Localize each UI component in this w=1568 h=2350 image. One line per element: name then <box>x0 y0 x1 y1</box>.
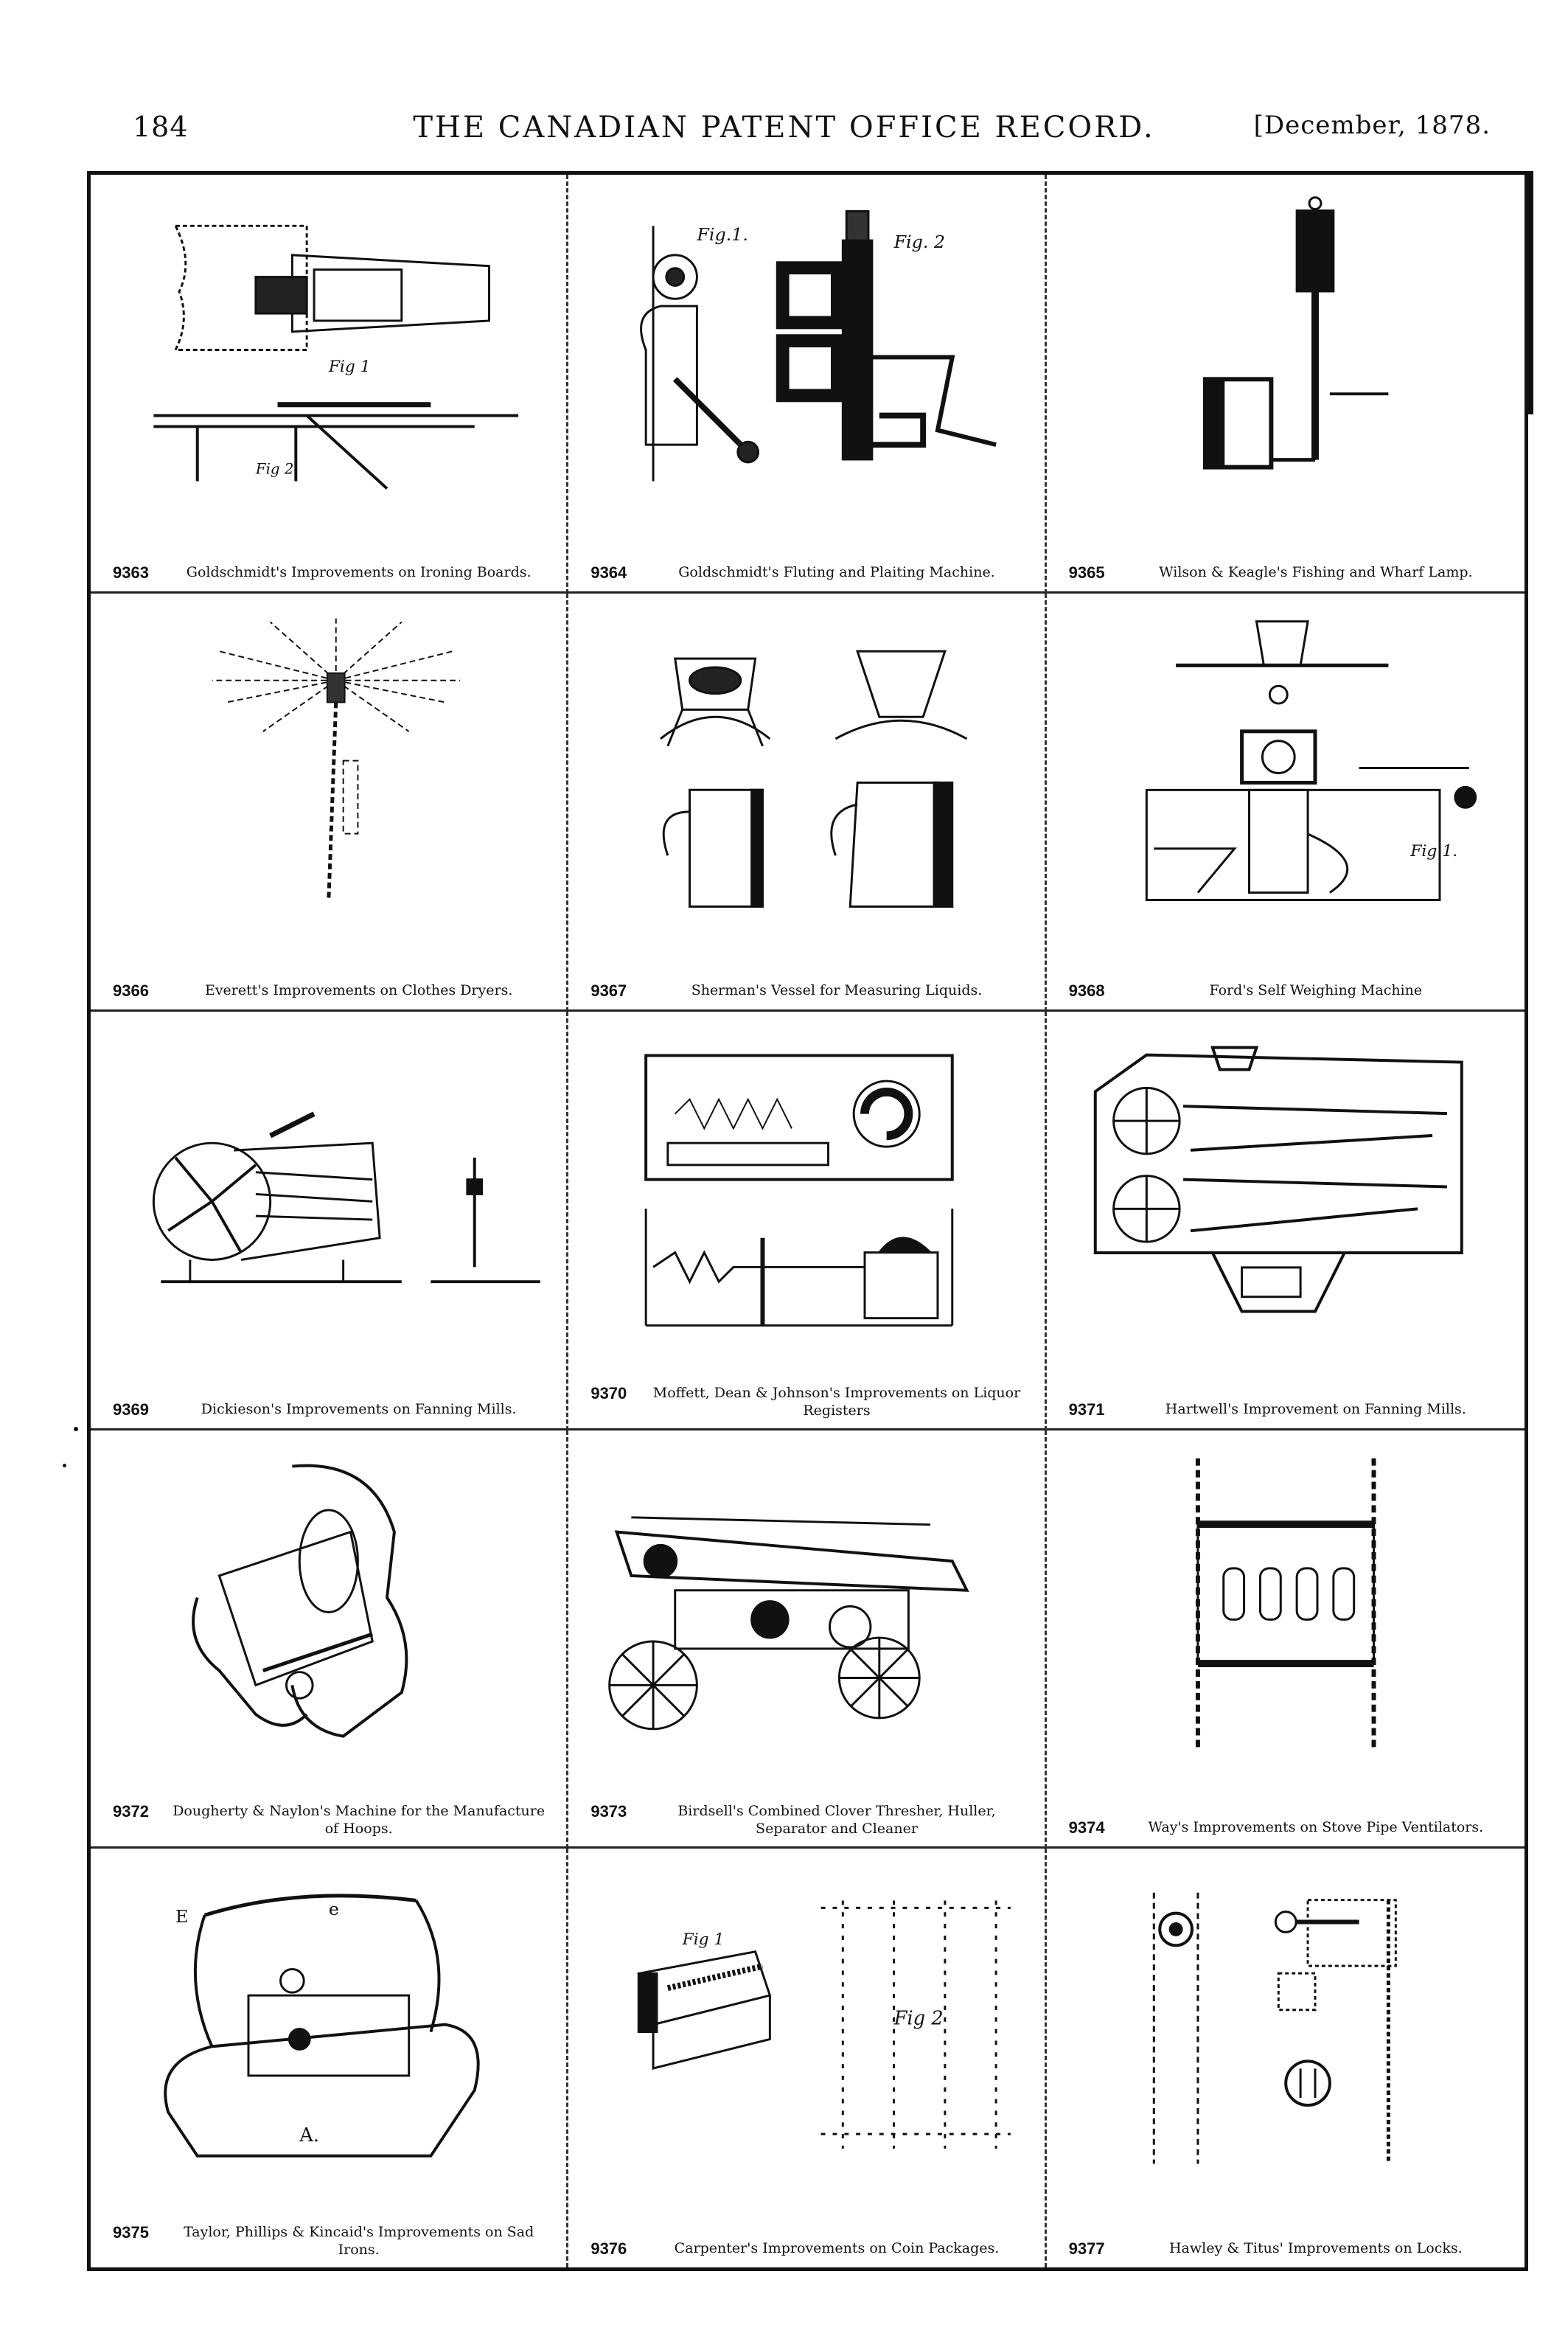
patent-cell: 9366 Everett's Improvements on Clothes D… <box>91 593 569 1012</box>
svg-text:Fig 1: Fig 1 <box>682 1930 725 1949</box>
patent-number: 9373 <box>590 1802 627 1821</box>
coin-package-drawing: Fig 2 Fig 1 <box>637 1900 1011 2149</box>
patent-number: 9369 <box>113 1400 149 1419</box>
patent-cell: 9371 Hartwell's Improvement on Fanning M… <box>1046 1012 1525 1430</box>
patent-number: 9366 <box>113 981 149 1001</box>
patent-number: 9374 <box>1068 1818 1105 1838</box>
svg-text:A.: A. <box>299 2124 319 2146</box>
patent-title: Hawley & Titus' Improvements on Locks. <box>1168 2239 1463 2256</box>
patent-title: Dougherty & Naylon's Machine for the Man… <box>173 1803 546 1838</box>
patent-title: Taylor, Phillips & Kincaid's Improvement… <box>184 2223 534 2258</box>
clover-thresher-drawing <box>608 1516 969 1731</box>
stove-pipe-ventilator-drawing <box>1195 1459 1376 1752</box>
patent-cell: E e A. 9375 Taylor, Phillips & Kincaid's… <box>91 1849 569 2267</box>
patent-cell: 9373 Birdsell's Combined Clover Thresher… <box>568 1430 1047 1849</box>
patent-caption: 9377 Hawley & Titus' Improvements on Loc… <box>1069 2239 1510 2259</box>
svg-text:E: E <box>175 1906 188 1927</box>
patent-title: Hartwell's Improvement on Fanning Mills. <box>1165 1400 1466 1417</box>
speck-mark <box>74 1427 78 1431</box>
fanning-mill-drawing <box>152 1111 540 1283</box>
patent-cell: 9370 Moffett, Dean & Johnson's Improveme… <box>568 1012 1047 1430</box>
patent-number: 9371 <box>1068 1400 1105 1419</box>
patent-number: 9367 <box>590 981 627 1001</box>
measuring-vessel-drawing <box>660 650 968 908</box>
svg-text:Fig 1: Fig 1 <box>328 358 371 376</box>
patent-cell: 9374 Way's Improvements on Stove Pipe Ve… <box>1046 1430 1525 1849</box>
patent-title: Wilson & Keagle's Fishing and Wharf Lamp… <box>1159 563 1473 580</box>
patent-title: Sherman's Vessel for Measuring Liquids. <box>691 982 983 999</box>
patent-cell: Fig.1. Fig. 2 9364 Goldschmidt's Fluting… <box>568 175 1047 594</box>
lock-drawing <box>1152 1892 1397 2164</box>
patent-caption: 9369 Dickieson's Improvements on Fanning… <box>113 1400 551 1419</box>
patent-number: 9365 <box>1068 563 1105 582</box>
patent-cell: 9377 Hawley & Titus' Improvements on Loc… <box>1047 1849 1525 2267</box>
patent-number: 9368 <box>1068 981 1105 1001</box>
liquor-register-drawing <box>644 1054 954 1327</box>
fanning-mill-section-drawing <box>1093 1046 1463 1313</box>
patent-title: Carpenter's Improvements on Coin Package… <box>674 2239 1000 2256</box>
patent-cell: 9365 Wilson & Keagle's Fishing and Wharf… <box>1046 175 1525 594</box>
patent-title: Goldschmidt's Improvements on Ironing Bo… <box>186 563 532 580</box>
patent-number: 9372 <box>113 1802 149 1821</box>
patent-title: Dickieson's Improvements on Fanning Mill… <box>201 1400 517 1417</box>
patent-title: Goldschmidt's Fluting and Plaiting Machi… <box>678 563 995 580</box>
patent-number: 9370 <box>590 1383 627 1402</box>
patent-caption: 9375 Taylor, Phillips & Kincaid's Improv… <box>113 2223 551 2259</box>
patent-cell: 9369 Dickieson's Improvements on Fanning… <box>91 1012 569 1430</box>
patent-title: Way's Improvements on Stove Pipe Ventila… <box>1148 1819 1484 1836</box>
patent-caption: 9368 Ford's Self Weighing Machine <box>1069 981 1510 1001</box>
patent-title: Moffett, Dean & Johnson's Improvements o… <box>652 1384 1021 1419</box>
patent-caption: 9363 Goldschmidt's Improvements on Ironi… <box>113 563 551 583</box>
clothes-dryer-drawing <box>212 618 460 900</box>
patent-caption: 9365 Wilson & Keagle's Fishing and Wharf… <box>1069 563 1510 583</box>
patent-caption: 9372 Dougherty & Naylon's Machine for th… <box>113 1802 551 1838</box>
wharf-lamp-drawing <box>1202 195 1388 470</box>
patent-caption: 9376 Carpenter's Improvements on Coin Pa… <box>590 2239 1029 2259</box>
svg-text:Fig. 2: Fig. 2 <box>893 232 945 252</box>
patent-caption: 9370 Moffett, Dean & Johnson's Improveme… <box>590 1384 1029 1419</box>
svg-text:Fig 2: Fig 2 <box>255 460 294 477</box>
patent-number: 9364 <box>590 563 627 582</box>
issue-date: [December, 1878. <box>1253 111 1491 140</box>
patent-title: Everett's Improvements on Clothes Dryers… <box>204 982 513 999</box>
page-title: THE CANADIAN PATENT OFFICE RECORD. <box>413 111 1155 145</box>
patent-title: Ford's Self Weighing Machine <box>1209 982 1423 999</box>
sad-iron-drawing: E e A. <box>164 1894 480 2158</box>
svg-text:Fig 1.: Fig 1. <box>1410 842 1457 861</box>
page-number: 184 <box>133 111 189 143</box>
patent-number: 9363 <box>113 563 149 582</box>
patent-cell: Fig 1 Fig 2 9363 Goldschmidt's Improveme… <box>91 175 569 594</box>
patent-cell: Fig 2 Fig 1 9376 Carpenter's Improvement… <box>568 1849 1047 2267</box>
patent-caption: 9371 Hartwell's Improvement on Fanning M… <box>1069 1400 1510 1419</box>
weighing-machine-drawing: Fig 1. <box>1145 620 1477 902</box>
patent-cell: 9372 Dougherty & Naylon's Machine for th… <box>91 1430 569 1849</box>
patent-title: Birdsell's Combined Clover Thresher, Hul… <box>677 1803 996 1838</box>
svg-text:Fig 2: Fig 2 <box>893 2008 944 2030</box>
svg-text:Fig.1.: Fig.1. <box>697 224 748 245</box>
patent-cell: 9367 Sherman's Vessel for Measuring Liqu… <box>568 593 1047 1012</box>
patent-caption: 9366 Everett's Improvements on Clothes D… <box>113 981 551 1001</box>
patent-grid: Fig 1 Fig 2 9363 Goldschmidt's Improveme… <box>91 175 1525 2267</box>
patent-number: 9377 <box>1068 2239 1105 2258</box>
page-header: 184 THE CANADIAN PATENT OFFICE RECORD. [… <box>0 111 1568 155</box>
patent-drawings-frame: Fig 1 Fig 2 9363 Goldschmidt's Improveme… <box>87 171 1533 2271</box>
fluting-machine-drawing: Fig.1. Fig. 2 <box>640 209 997 482</box>
hoop-machine-drawing <box>191 1464 408 1739</box>
patent-number: 9375 <box>113 2222 149 2242</box>
patent-caption: 9364 Goldschmidt's Fluting and Plaiting … <box>590 563 1029 583</box>
speck-mark <box>63 1464 66 1467</box>
patent-caption: 9373 Birdsell's Combined Clover Thresher… <box>590 1802 1029 1838</box>
svg-text:e: e <box>329 1899 339 1919</box>
ironing-board-drawing: Fig 1 Fig 2 <box>153 224 518 490</box>
patent-caption: 9367 Sherman's Vessel for Measuring Liqu… <box>590 981 1029 1001</box>
patent-caption: 9374 Way's Improvements on Stove Pipe Ve… <box>1069 1818 1510 1838</box>
patent-cell: Fig 1. 9368 Ford's Self Weighing Machine <box>1046 594 1525 1012</box>
patent-number: 9376 <box>590 2239 627 2258</box>
